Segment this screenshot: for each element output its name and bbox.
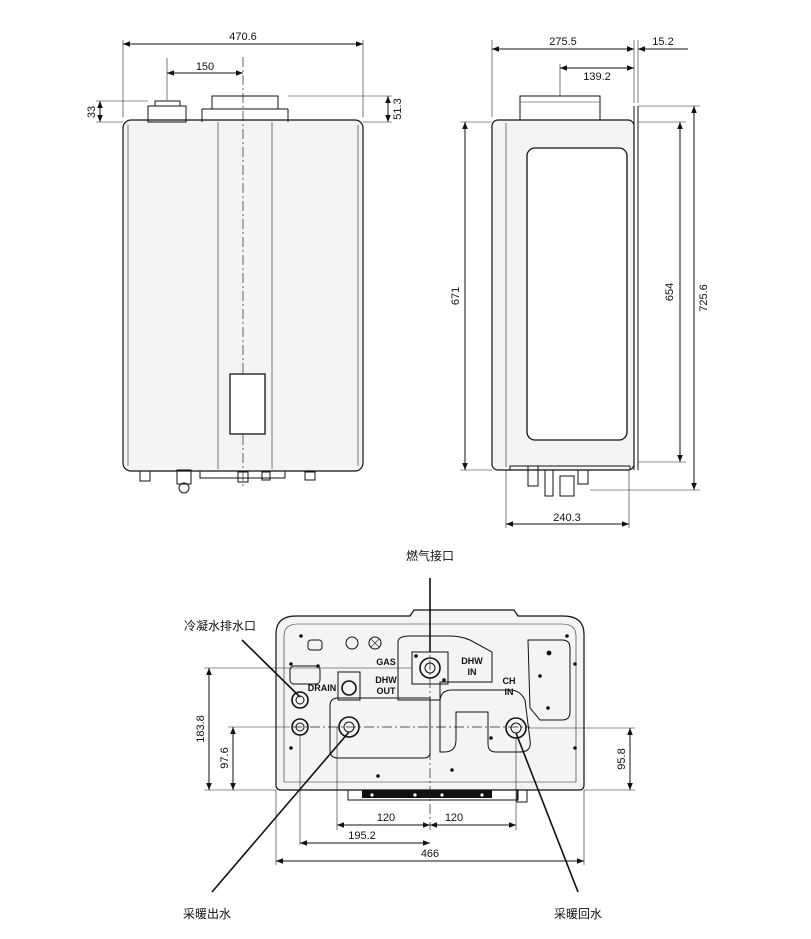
- dim-466: 466: [421, 848, 439, 860]
- dim-body-height: 671: [450, 287, 462, 305]
- dim-bracket-height: 654: [664, 283, 676, 301]
- dim-flue-offset: 150: [196, 61, 214, 73]
- plate-dhw-in-text-1: DHW: [461, 656, 483, 666]
- label-condensate-drain: 冷凝水排水口: [184, 618, 256, 633]
- side-flue: [519, 95, 601, 121]
- dim-120-left: 120: [377, 812, 395, 824]
- plate-gas-text: GAS: [376, 657, 396, 667]
- dim-flue-depth: 139.2: [583, 71, 611, 83]
- dim-bottom-depth: 240.3: [553, 512, 581, 524]
- dim-95-8: 95.8: [616, 748, 628, 769]
- plate-dhw-out-text-2: OUT: [377, 686, 397, 696]
- plate-ch-in-text-1: CH: [503, 676, 516, 686]
- dim-flue-height: 33: [86, 106, 98, 118]
- dim-side-depth: 275.5: [549, 36, 577, 48]
- dim-195-2: 195.2: [348, 830, 376, 842]
- display-window: [229, 373, 266, 435]
- label-gas-connection: 燃气接口: [406, 548, 454, 563]
- air-intake: [147, 105, 187, 123]
- plate-dhw-out-text-1: DHW: [375, 675, 397, 685]
- dim-97-6: 97.6: [219, 747, 231, 768]
- dim-120-right: 120: [445, 812, 463, 824]
- plate-drain-text: DRAIN: [308, 683, 337, 693]
- flue-collar: [211, 95, 279, 110]
- label-ch-outlet: 采暖出水: [183, 907, 231, 921]
- front-view: 470.6 150 33 51.3: [86, 31, 404, 494]
- dim-total-height: 725.6: [698, 284, 710, 312]
- plate-ch-in-text-2: IN: [505, 687, 514, 697]
- dhw-out-connector: [341, 680, 357, 696]
- dim-front-width: 470.6: [229, 31, 257, 43]
- dim-flue-top: 51.3: [392, 98, 404, 119]
- side-view: 275.5 15.2 139.2 671 654 725.6 240.3: [450, 36, 710, 528]
- bottom-view: GAS DHW OUT DHW IN CH IN DRAIN 183.8 97.…: [183, 548, 635, 921]
- label-ch-return: 采暖回水: [554, 907, 602, 921]
- dim-183-8: 183.8: [195, 715, 207, 743]
- drain-connector: [291, 691, 309, 709]
- side-panel: [526, 147, 628, 441]
- dim-bracket: 15.2: [652, 36, 673, 48]
- plate-dhw-in-text-2: IN: [468, 667, 477, 677]
